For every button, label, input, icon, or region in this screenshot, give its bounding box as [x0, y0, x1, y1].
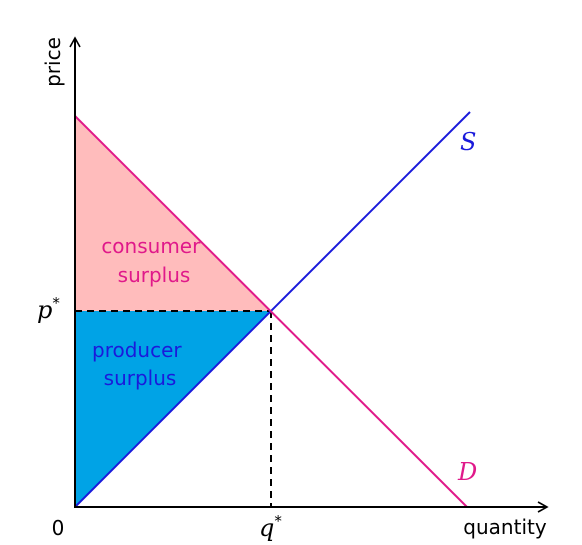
equilibrium-quantity-label: q* [259, 512, 282, 542]
demand-curve-label: D [457, 458, 477, 486]
equilibrium-price-label: p* [37, 294, 60, 324]
origin-label: 0 [52, 516, 65, 540]
supply-curve-label: S [460, 128, 476, 156]
consumer-surplus-label: consumer surplus [101, 234, 206, 287]
supply-curve [74, 111, 471, 508]
y-axis-label: price [41, 37, 65, 87]
demand-curve [74, 115, 468, 508]
producer-surplus-label: producer surplus [92, 338, 188, 390]
x-axis-label: quantity [463, 515, 547, 539]
